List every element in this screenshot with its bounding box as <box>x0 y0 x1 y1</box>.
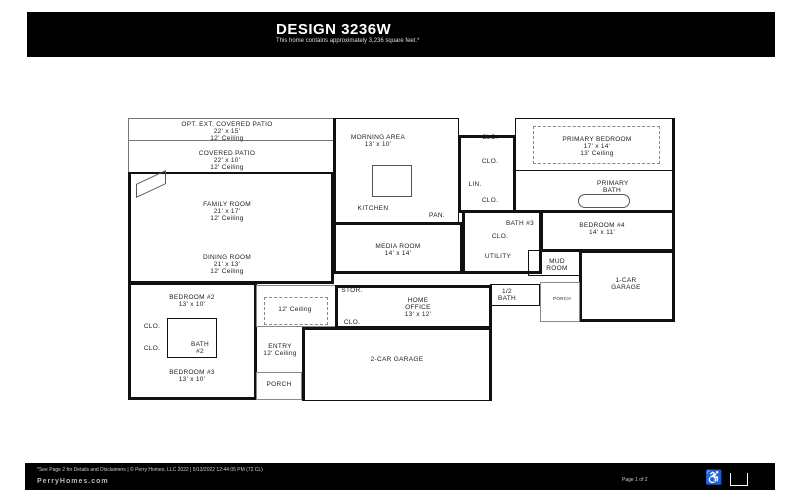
header-banner <box>27 12 775 57</box>
kitchen-island <box>372 165 412 197</box>
room-label: CLO. <box>343 319 361 326</box>
two-car-garage <box>302 327 492 401</box>
room-label: CLO. <box>491 233 509 240</box>
room-label: UTILITY <box>484 253 512 260</box>
room-label: STOR. <box>341 287 363 294</box>
room-label: CLO. <box>143 323 161 330</box>
hall-ceiling <box>264 297 328 325</box>
room-label: BATH #3 <box>506 220 534 227</box>
page-indicator: Page 1 of 2 <box>622 477 648 483</box>
room-label: CLO. <box>481 158 499 165</box>
room-label: KITCHEN <box>357 205 389 212</box>
one-car-garage <box>579 250 675 322</box>
room-label: 1/2 BATH <box>497 288 517 302</box>
room-label: 12' Ceiling <box>278 306 312 313</box>
accessibility-icon: ♿ <box>705 469 723 485</box>
plan-title: DESIGN 3236W <box>276 21 392 38</box>
equal-housing-icon <box>730 473 748 486</box>
footer-disclaimer: *See Page 2 for Details and Disclaimers … <box>37 467 263 473</box>
tray-ceiling <box>533 126 660 164</box>
media-room <box>333 222 463 274</box>
room-label: PORCH <box>266 381 292 388</box>
bathtub <box>578 194 630 208</box>
room-label: PAN. <box>429 212 445 219</box>
bedrooms-2-3 <box>128 282 257 400</box>
side-porch <box>540 282 580 322</box>
website-link[interactable]: PerryHomes.com <box>37 478 109 485</box>
bath-2 <box>167 318 217 358</box>
room-label: PORCH <box>553 296 571 301</box>
room-label: 2-CAR GARAGE <box>370 356 424 363</box>
room-label: PRIMARY BATH <box>597 180 629 194</box>
room-label: 1-CAR GARAGE <box>611 277 641 291</box>
room-label: CLO. <box>481 197 499 204</box>
half-bath <box>490 284 540 306</box>
room-label: BATH #2 <box>190 341 210 355</box>
plan-subtitle: This home contains approximately 3,236 s… <box>276 38 420 44</box>
room-label: CLO. <box>143 345 161 352</box>
room-label: MUD ROOM <box>546 258 568 272</box>
footer-banner: *See Page 2 for Details and Disclaimers … <box>25 463 775 490</box>
room-label: LIN. <box>468 181 482 188</box>
room-label: CLO. <box>481 134 499 141</box>
porch <box>256 372 302 400</box>
